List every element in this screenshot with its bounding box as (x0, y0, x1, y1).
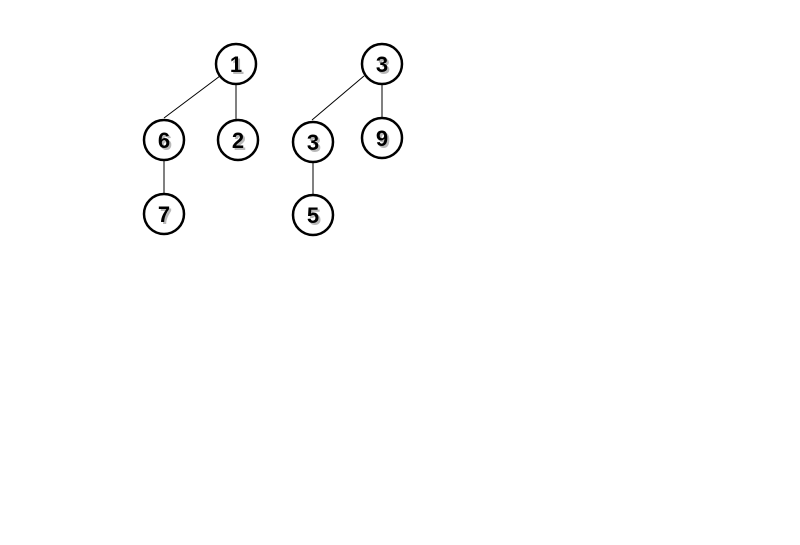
svg-text:2: 2 (234, 130, 246, 155)
tree-node: 2 2 (216, 118, 260, 162)
tree-node: 9 9 (360, 116, 404, 160)
tree-node: 6 6 (142, 118, 186, 162)
tree-node: 1 1 (214, 42, 258, 86)
node-label: 5 (307, 203, 319, 228)
node-label: 6 (158, 128, 170, 153)
svg-text:3: 3 (309, 132, 321, 157)
svg-text:6: 6 (160, 130, 172, 155)
node-label: 1 (230, 52, 242, 77)
node-label: 9 (376, 126, 388, 151)
node-label: 2 (232, 128, 244, 153)
svg-text:7: 7 (160, 204, 172, 229)
node-label: 3 (376, 52, 388, 77)
tree-node: 3 3 (360, 42, 404, 86)
tree-1: 1 1 6 6 2 2 7 7 (142, 42, 260, 236)
svg-text:3: 3 (378, 54, 390, 79)
svg-text:5: 5 (309, 205, 321, 230)
svg-text:9: 9 (378, 128, 390, 153)
tree-2: 3 3 3 3 9 9 5 5 (291, 42, 404, 237)
edge-3-to-3 (311, 75, 365, 121)
tree-node: 3 3 (291, 120, 335, 164)
svg-text:1: 1 (232, 54, 244, 79)
tree-node: 7 7 (142, 192, 186, 236)
tree-node: 5 5 (291, 193, 335, 237)
node-label: 7 (158, 202, 170, 227)
edge-1-to-6 (163, 75, 221, 119)
node-label: 3 (307, 130, 319, 155)
